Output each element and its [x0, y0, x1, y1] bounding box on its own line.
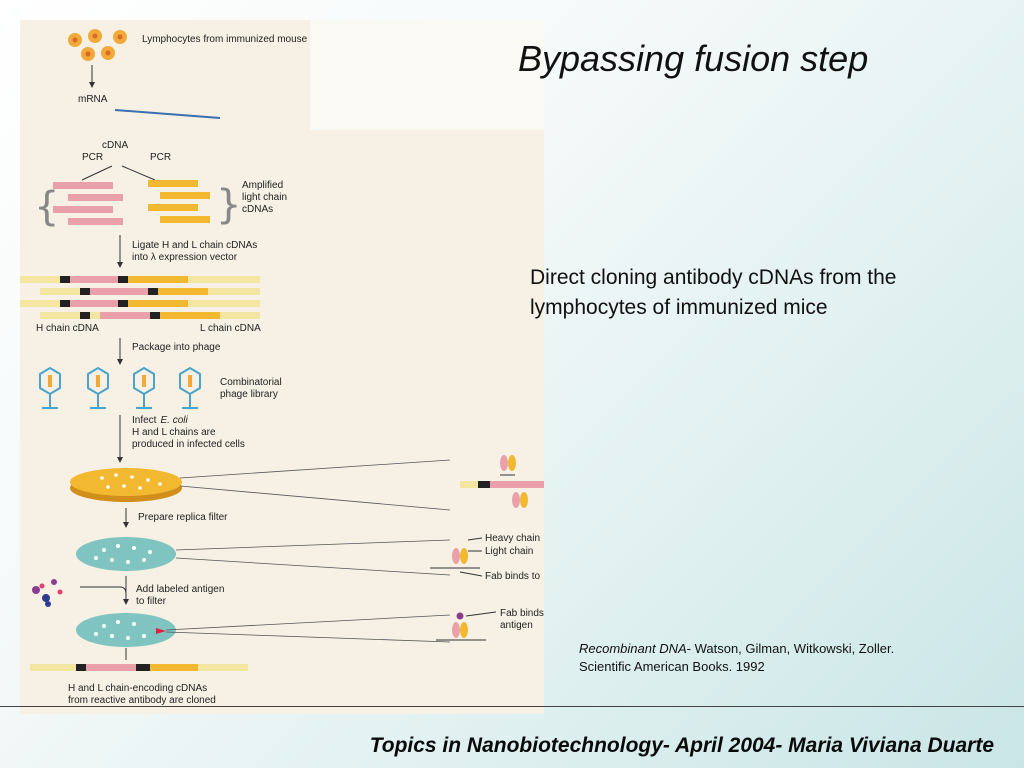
antigen-pointer-2 — [165, 631, 451, 643]
slide-body-text: Direct cloning antibody cDNAs from the l… — [530, 266, 897, 319]
phage-icon-group — [39, 366, 201, 409]
label-mrna: mRNA — [78, 94, 108, 105]
label-pcr-left: PCR — [82, 152, 103, 163]
label-pcr-right: PCR — [150, 152, 171, 163]
label-l-chain: L chain cDNA — [200, 323, 261, 334]
fab-antigen-complex-icon — [436, 611, 497, 641]
label-package: Package into phage — [132, 342, 221, 353]
mrna-strand — [114, 109, 221, 119]
heavy-chain-cdna-bars: { — [34, 182, 123, 230]
antigen-pointer-1 — [165, 614, 451, 631]
label-h-chain: H chain cDNA — [36, 323, 99, 334]
phage-dna-marks — [48, 375, 192, 387]
plate-pointer-2 — [179, 485, 451, 511]
labeled-antigen-icon — [32, 579, 63, 607]
citation-authors: - Watson, Gilman, Witkowski, Zoller. — [686, 641, 895, 656]
label-fab-binds-2: Fab binds — [500, 608, 544, 619]
expression-vectors — [20, 276, 260, 319]
figure-scan: Lymphocytes from immunized mouse mRNA cD… — [20, 20, 544, 714]
pcr-arrow-right — [121, 165, 156, 181]
label-cdna: cDNA — [102, 140, 128, 151]
paper-light-patch — [310, 20, 544, 130]
citation-book-title: Recombinant DNA — [579, 641, 687, 656]
svg-text:}: } — [216, 182, 241, 228]
paper-background — [20, 20, 544, 714]
bacterial-plate — [70, 468, 182, 502]
replica-filter — [76, 537, 176, 571]
pcr-arrow-left — [81, 165, 113, 181]
label-fab-binds-1: Fab binds to — [485, 571, 540, 582]
heavy-light-chain-icon — [430, 537, 483, 577]
footer-divider — [0, 706, 1024, 707]
plate-pointer-1 — [179, 459, 451, 479]
antigen-filter — [76, 613, 176, 647]
label-light-chain: Light chain — [485, 546, 533, 557]
lymphocyte-cells-icon — [68, 29, 127, 61]
fab-vector-detail — [460, 455, 544, 508]
antibody-cloning-diagram: Lymphocytes from immunized mouse mRNA cD… — [20, 20, 544, 714]
label-lymphocytes: Lymphocytes from immunized mouse — [142, 34, 308, 45]
citation-publisher: Scientific American Books. 1992 — [579, 659, 765, 674]
filter-pointer-2 — [175, 557, 451, 576]
slide-footer: Topics in Nanobiotechnology- April 2004-… — [369, 734, 994, 757]
cloned-vector — [30, 664, 248, 671]
filter-pointer-1 — [175, 539, 451, 551]
label-heavy-chain: Heavy chain — [485, 533, 540, 544]
label-replica: Prepare replica filter — [138, 512, 228, 523]
slide-title: Bypassing fusion step — [518, 38, 869, 79]
citation: Recombinant DNA- Watson, Gilman, Witkows… — [579, 640, 1009, 676]
label-antigen: antigen — [500, 620, 533, 631]
light-chain-cdna-bars: } — [148, 180, 241, 228]
